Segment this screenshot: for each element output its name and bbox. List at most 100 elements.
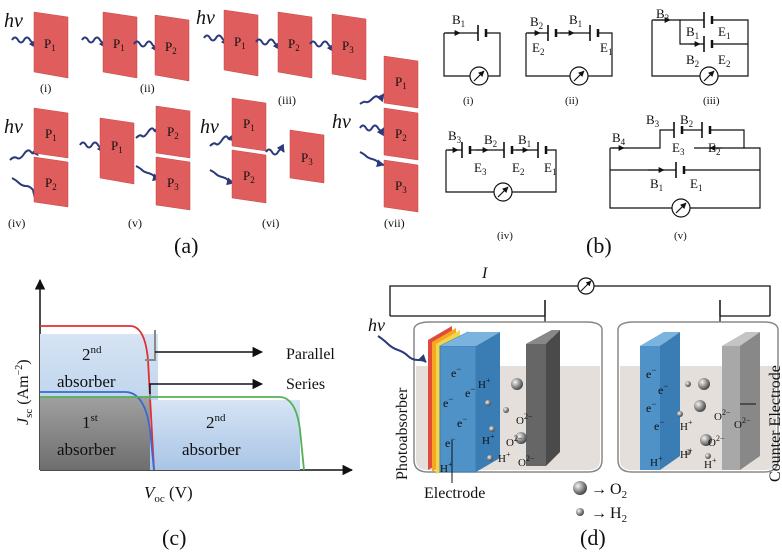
o2-legend: →O2 — [591, 481, 627, 501]
photon-wave-icon — [81, 36, 107, 49]
roman-label: (ii) — [565, 95, 579, 107]
photon-wave-icon — [377, 335, 427, 363]
panel-label: P2 — [45, 175, 57, 192]
photon-wave-icon — [135, 165, 161, 182]
roman-label: (iii) — [703, 95, 720, 107]
o2-legend-icon — [573, 481, 587, 495]
absorber-panel — [331, 13, 367, 81]
panel-label: P3 — [301, 150, 313, 167]
panel-c: Parallel Series 2nd absorber 1st absorbe… — [14, 278, 354, 550]
panel-label: P3 — [342, 38, 354, 55]
config-iii: hv P1 P2 P3 (iii) — [196, 7, 367, 107]
hv-label: hv — [4, 10, 23, 32]
absorber-panel — [223, 9, 259, 77]
absorber-panel — [277, 11, 313, 79]
hv-label: hv — [196, 7, 215, 29]
current-label: I — [481, 265, 488, 282]
o2-bubble-icon — [511, 378, 523, 390]
roman-label: (iv) — [8, 216, 25, 230]
proton-label: H+ — [704, 456, 717, 471]
panel-a-caption: (a) — [174, 233, 198, 258]
electron-label: e− — [451, 364, 461, 380]
proton-label: H+ — [440, 460, 453, 475]
proton-label: H+ — [680, 446, 693, 461]
absorber-panel — [231, 149, 267, 204]
electron-label: e− — [646, 399, 656, 415]
panel-b: B1 (i) B2 B1 E2 E1 (ii) — [443, 6, 761, 258]
roman-label: (i) — [40, 81, 51, 95]
photoabsorber-label: Photoabsorber — [394, 387, 411, 480]
second-absorber-region-series — [150, 400, 300, 470]
emf-label: E3 — [672, 140, 685, 157]
electron-label: e− — [658, 381, 668, 397]
panel-label: P1 — [395, 74, 407, 91]
bubbles-left — [485, 378, 527, 461]
config-iv: hv P1 P2 (iv) — [4, 107, 69, 230]
circuit-iii: B3 B1 E1 B2 E2 (iii) — [651, 6, 749, 107]
absorber-panel — [33, 11, 69, 79]
battery-label: B1 — [518, 132, 531, 149]
first-absorber-index: 1st — [82, 412, 98, 432]
series-arrow — [149, 378, 264, 394]
panel-label: P1 — [113, 36, 125, 53]
parallel-label: Parallel — [286, 346, 335, 363]
panel-a: hv P1 (i) P1 P2 (ii) hv P1 P2 P3 — [4, 7, 419, 258]
absorber-panel — [383, 159, 419, 213]
o2-bubble-icon — [700, 434, 712, 446]
config-v: P1 P2 P3 (v) — [79, 105, 191, 230]
absorber-panel — [289, 129, 325, 184]
emf-label: E1 — [690, 176, 702, 193]
absorber-panel — [155, 105, 191, 159]
emf-label: E2 — [718, 52, 730, 69]
photon-wave-icon — [209, 169, 235, 186]
circuit-i: B1 (i) — [443, 12, 501, 107]
absorber-panel — [99, 117, 135, 185]
hv-label: hv — [368, 315, 385, 335]
photon-wave-icon — [265, 143, 285, 156]
absorber-panel — [33, 107, 69, 159]
ions-right: H+ H+ H+ O2− O2− O2− H+ — [650, 408, 751, 471]
hv-label: hv — [4, 116, 23, 138]
battery-label: B3 — [656, 6, 670, 23]
absorber-label: absorber — [57, 440, 116, 459]
config-vii: hv P1 P2 P3 (vii) — [332, 55, 419, 230]
absorber-panel — [383, 55, 419, 109]
electron-label: e− — [445, 434, 455, 450]
absorber-panel — [383, 107, 419, 161]
hv-label: hv — [200, 116, 219, 138]
panel-d-caption: (d) — [580, 525, 606, 550]
absorber-label: absorber — [57, 372, 116, 391]
absorber-panel — [155, 156, 191, 211]
emf-label: E2 — [512, 160, 524, 177]
circuit-v: B4 B3 B2 E3 E2 B1 E1 (v) — [609, 112, 761, 242]
oxide-label: O2− — [734, 416, 751, 431]
ions-left: H+ O2− H+ H+ O2− H+ O2− — [440, 376, 535, 475]
series-label: Series — [286, 376, 325, 393]
second-absorber-index: 2nd — [82, 344, 102, 364]
panel-label: P2 — [165, 39, 177, 56]
battery-label: B4 — [612, 130, 626, 147]
circuit-iv: B3 B2 B1 E3 E2 E1 (iv) — [445, 128, 557, 242]
config-i: hv P1 (i) — [4, 10, 69, 95]
electron-label: e− — [646, 365, 656, 381]
config-ii: P1 P2 (ii) — [81, 11, 190, 95]
photon-wave-icon — [133, 40, 159, 53]
proton-label: H+ — [482, 432, 495, 447]
panel-b-caption: (b) — [586, 233, 612, 258]
photon-wave-icon — [255, 38, 281, 51]
h2-legend: →H2 — [591, 505, 627, 525]
h2-bubble-icon — [489, 426, 495, 432]
h2-bubble-icon — [685, 449, 691, 455]
electrons-right: e− e− e− e− — [646, 365, 668, 433]
roman-label: (iii) — [278, 93, 296, 107]
battery-label: B1 — [650, 176, 663, 193]
emf-label: E1 — [544, 160, 556, 177]
photon-wave-icon — [359, 93, 385, 105]
panel-label: P3 — [167, 175, 179, 192]
electron-label: e− — [443, 394, 453, 410]
battery-label: B1 — [569, 12, 582, 29]
absorber-label: absorber — [182, 440, 241, 459]
absorber-panel — [102, 11, 138, 79]
second-absorber-index: 2nd — [206, 412, 226, 432]
